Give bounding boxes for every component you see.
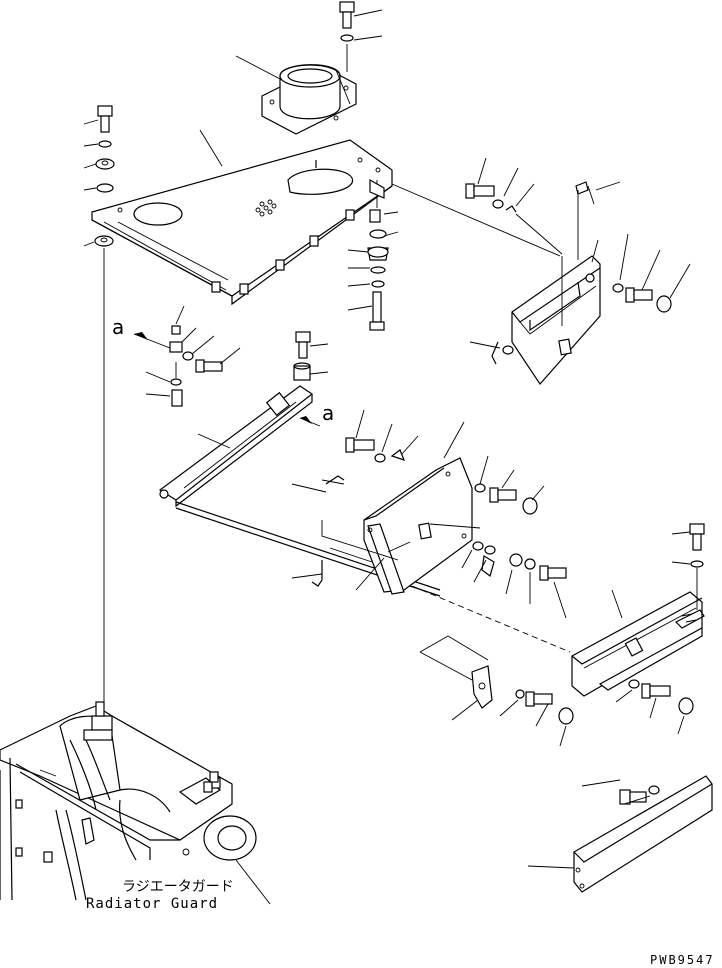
drawing-code: PWB9547 [650,953,715,967]
center-mount-stack [367,178,389,331]
lower-bracket [471,665,574,725]
middle-arm-assembly: a [158,385,441,597]
right-upper-panel [511,255,601,385]
radiator-guard-label-jp: ラジエータガード [122,879,234,895]
right-lower-cover [571,591,705,697]
center-small-bolt [293,331,311,381]
left-bolt-stack [94,105,115,247]
right-upper-bolt-set [465,181,672,365]
reference-mark-a-left: a [112,315,124,339]
radiator-guard-label-en: Radiator Guard [86,896,218,912]
reference-mark-a-right: a [322,401,334,425]
bottom-right-plate [573,775,713,893]
radiator-guard-assembly [0,701,271,905]
right-lower-bolt-set [628,523,705,715]
middle-bolt-set [345,437,567,581]
top-flange-cup [261,64,357,135]
top-triangular-plate [91,139,393,306]
middle-left-hardware: a [112,315,223,407]
top-bolt [339,1,355,72]
center-pivot-plate [363,457,473,595]
